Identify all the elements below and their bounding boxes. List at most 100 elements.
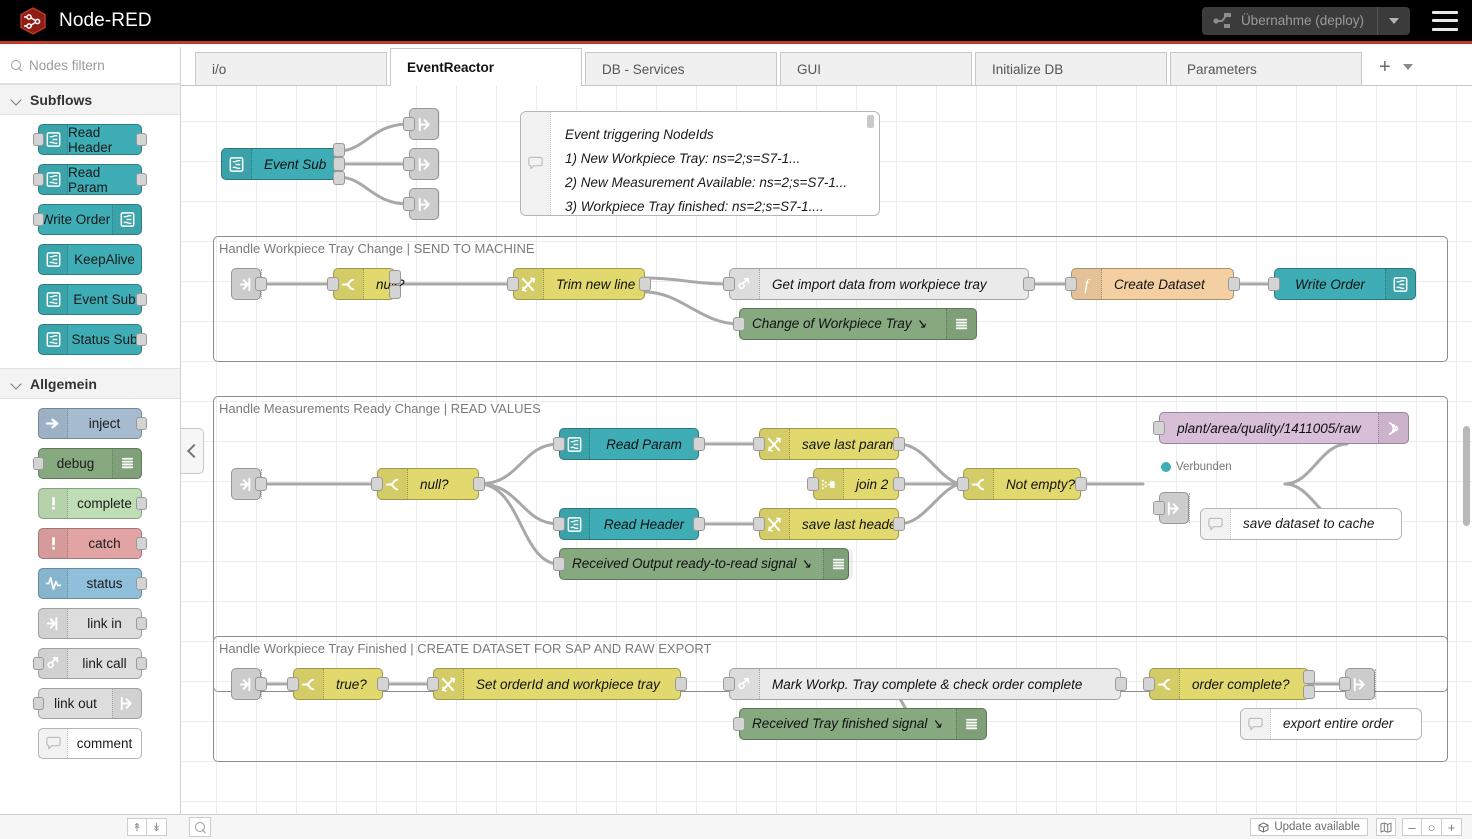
palette-node-inject[interactable]: inject xyxy=(38,408,147,439)
palette-category-allgemein[interactable]: Allgemein xyxy=(0,368,180,399)
palette-node-read-header[interactable]: Read Header xyxy=(33,124,147,155)
palette-node-keepalive[interactable]: KeepAlive xyxy=(38,244,142,275)
node-input-port[interactable] xyxy=(753,437,765,451)
node-input-port[interactable] xyxy=(327,277,339,291)
node-output-port[interactable] xyxy=(255,677,267,691)
node-input-port[interactable] xyxy=(507,277,519,291)
node-output-port[interactable] xyxy=(333,157,345,171)
palette-node-debug[interactable]: debug xyxy=(33,448,142,479)
node-output-port[interactable] xyxy=(136,333,147,346)
node-not-empty[interactable]: Not empty? xyxy=(957,468,1087,500)
node-read-header[interactable]: Read Header xyxy=(553,508,705,540)
node-input-port[interactable] xyxy=(403,197,415,211)
node-link-in-2[interactable] xyxy=(231,468,267,500)
tab-gui[interactable]: GUI xyxy=(780,52,972,85)
node-input-port[interactable] xyxy=(1153,421,1165,435)
node-output-port[interactable] xyxy=(377,677,389,691)
node-save-last-param[interactable]: save last param xyxy=(753,428,905,460)
circle-icon[interactable]: ○ xyxy=(1422,818,1442,836)
node-output-port[interactable] xyxy=(136,133,147,146)
node-input-port[interactable] xyxy=(1339,677,1351,691)
node-input-port[interactable] xyxy=(287,677,299,691)
node-output-port[interactable] xyxy=(136,617,147,630)
node-join-2[interactable]: join 2 xyxy=(807,468,905,500)
node-link-out-3[interactable] xyxy=(403,188,440,220)
node-output-port[interactable] xyxy=(473,477,485,491)
canvas-vertical-scrollbar[interactable] xyxy=(1463,426,1470,526)
palette-node-write-order[interactable]: Write Order xyxy=(33,204,142,235)
node-output-port[interactable] xyxy=(136,657,147,670)
comment-node-export-entire-order[interactable]: export entire order xyxy=(1240,708,1422,740)
node-output-port[interactable] xyxy=(1228,277,1240,291)
node-input-port[interactable] xyxy=(553,557,565,571)
node-output-port[interactable] xyxy=(893,477,905,491)
node-true-check[interactable]: true? xyxy=(287,668,389,700)
palette-node-event-sub[interactable]: Event Sub xyxy=(38,284,147,315)
tab-eventreactor[interactable]: EventReactor xyxy=(390,48,582,86)
node-output-port[interactable] xyxy=(675,677,687,691)
resize-handle-icon[interactable] xyxy=(867,115,874,128)
node-output-port[interactable] xyxy=(136,577,147,590)
palette-node-link-in[interactable]: link in xyxy=(38,608,147,639)
node-output-port[interactable] xyxy=(136,293,147,306)
node-output-port[interactable] xyxy=(1303,670,1315,684)
palette-node-complete[interactable]: complete xyxy=(38,488,147,519)
node-output-port[interactable] xyxy=(1075,477,1087,491)
palette-node-comment[interactable]: comment xyxy=(38,728,142,759)
node-order-complete[interactable]: order complete? xyxy=(1143,668,1315,700)
node-output-port[interactable] xyxy=(1303,685,1315,699)
node-output-port[interactable] xyxy=(639,277,651,291)
node-write-order[interactable]: Write Order xyxy=(1268,268,1416,300)
node-debug-received-output-ready-to-read[interactable]: Received Output ready-to-read signal ↘ xyxy=(553,548,854,580)
palette-node-status-sub[interactable]: Status Sub xyxy=(38,324,147,355)
tab-parameters[interactable]: Parameters xyxy=(1170,52,1362,85)
deploy-button[interactable]: Übernahme (deploy) xyxy=(1201,6,1410,35)
node-input-port[interactable] xyxy=(723,277,735,291)
chevrons-down-icon[interactable]: ↡ xyxy=(147,818,167,836)
node-input-port[interactable] xyxy=(753,517,765,531)
node-input-port[interactable] xyxy=(553,437,565,451)
node-debug-change-of-workpiece-tray[interactable]: Change of Workpiece Tray ↘ xyxy=(733,308,977,340)
node-output-port[interactable] xyxy=(136,417,147,430)
palette-node-link-call[interactable]: link call xyxy=(33,648,147,679)
node-input-port[interactable] xyxy=(1143,677,1155,691)
node-output-port[interactable] xyxy=(389,285,401,299)
node-read-param[interactable]: Read Param xyxy=(553,428,705,460)
palette-node-read-param[interactable]: Read Param xyxy=(33,164,147,195)
node-input-port[interactable] xyxy=(733,317,745,331)
node-input-port[interactable] xyxy=(33,213,44,226)
node-output-port[interactable] xyxy=(693,437,705,451)
node-set-orderid-and-workpiece-tray[interactable]: Set orderId and workpiece tray xyxy=(427,668,687,700)
node-link-in-3[interactable] xyxy=(231,668,267,700)
palette-category-subflows[interactable]: Subflows xyxy=(0,84,180,115)
node-output-port[interactable] xyxy=(893,517,905,531)
node-input-port[interactable] xyxy=(553,517,565,531)
node-debug-received-tray-finished[interactable]: Received Tray finished signal ↘ xyxy=(733,708,987,740)
palette-node-status[interactable]: status xyxy=(38,568,147,599)
node-input-port[interactable] xyxy=(1268,277,1280,291)
node-link-out-1[interactable] xyxy=(403,108,440,140)
node-input-port[interactable] xyxy=(1065,277,1077,291)
node-output-port[interactable] xyxy=(893,437,905,451)
node-output-port[interactable] xyxy=(136,537,147,550)
tab-db-services[interactable]: DB - Services xyxy=(585,52,777,85)
node-save-last-header[interactable]: save last header xyxy=(753,508,905,540)
node-link-in-1[interactable] xyxy=(231,268,267,300)
minus-icon[interactable]: – xyxy=(1402,818,1422,836)
node-output-port[interactable] xyxy=(333,143,345,157)
node-input-port[interactable] xyxy=(403,117,415,131)
node-output-port[interactable] xyxy=(255,477,267,491)
palette-collapse-handle[interactable] xyxy=(181,428,204,474)
node-output-port[interactable] xyxy=(1023,277,1035,291)
palette-node-catch[interactable]: catch xyxy=(38,528,147,559)
node-output-port[interactable] xyxy=(333,171,345,185)
node-input-port[interactable] xyxy=(403,157,415,171)
plus-icon[interactable]: + xyxy=(1379,56,1391,78)
node-output-port[interactable] xyxy=(136,497,147,510)
node-null-check-1[interactable]: null? xyxy=(327,268,405,300)
deploy-dropdown-button[interactable] xyxy=(1377,6,1410,35)
node-output-port[interactable] xyxy=(1115,677,1127,691)
